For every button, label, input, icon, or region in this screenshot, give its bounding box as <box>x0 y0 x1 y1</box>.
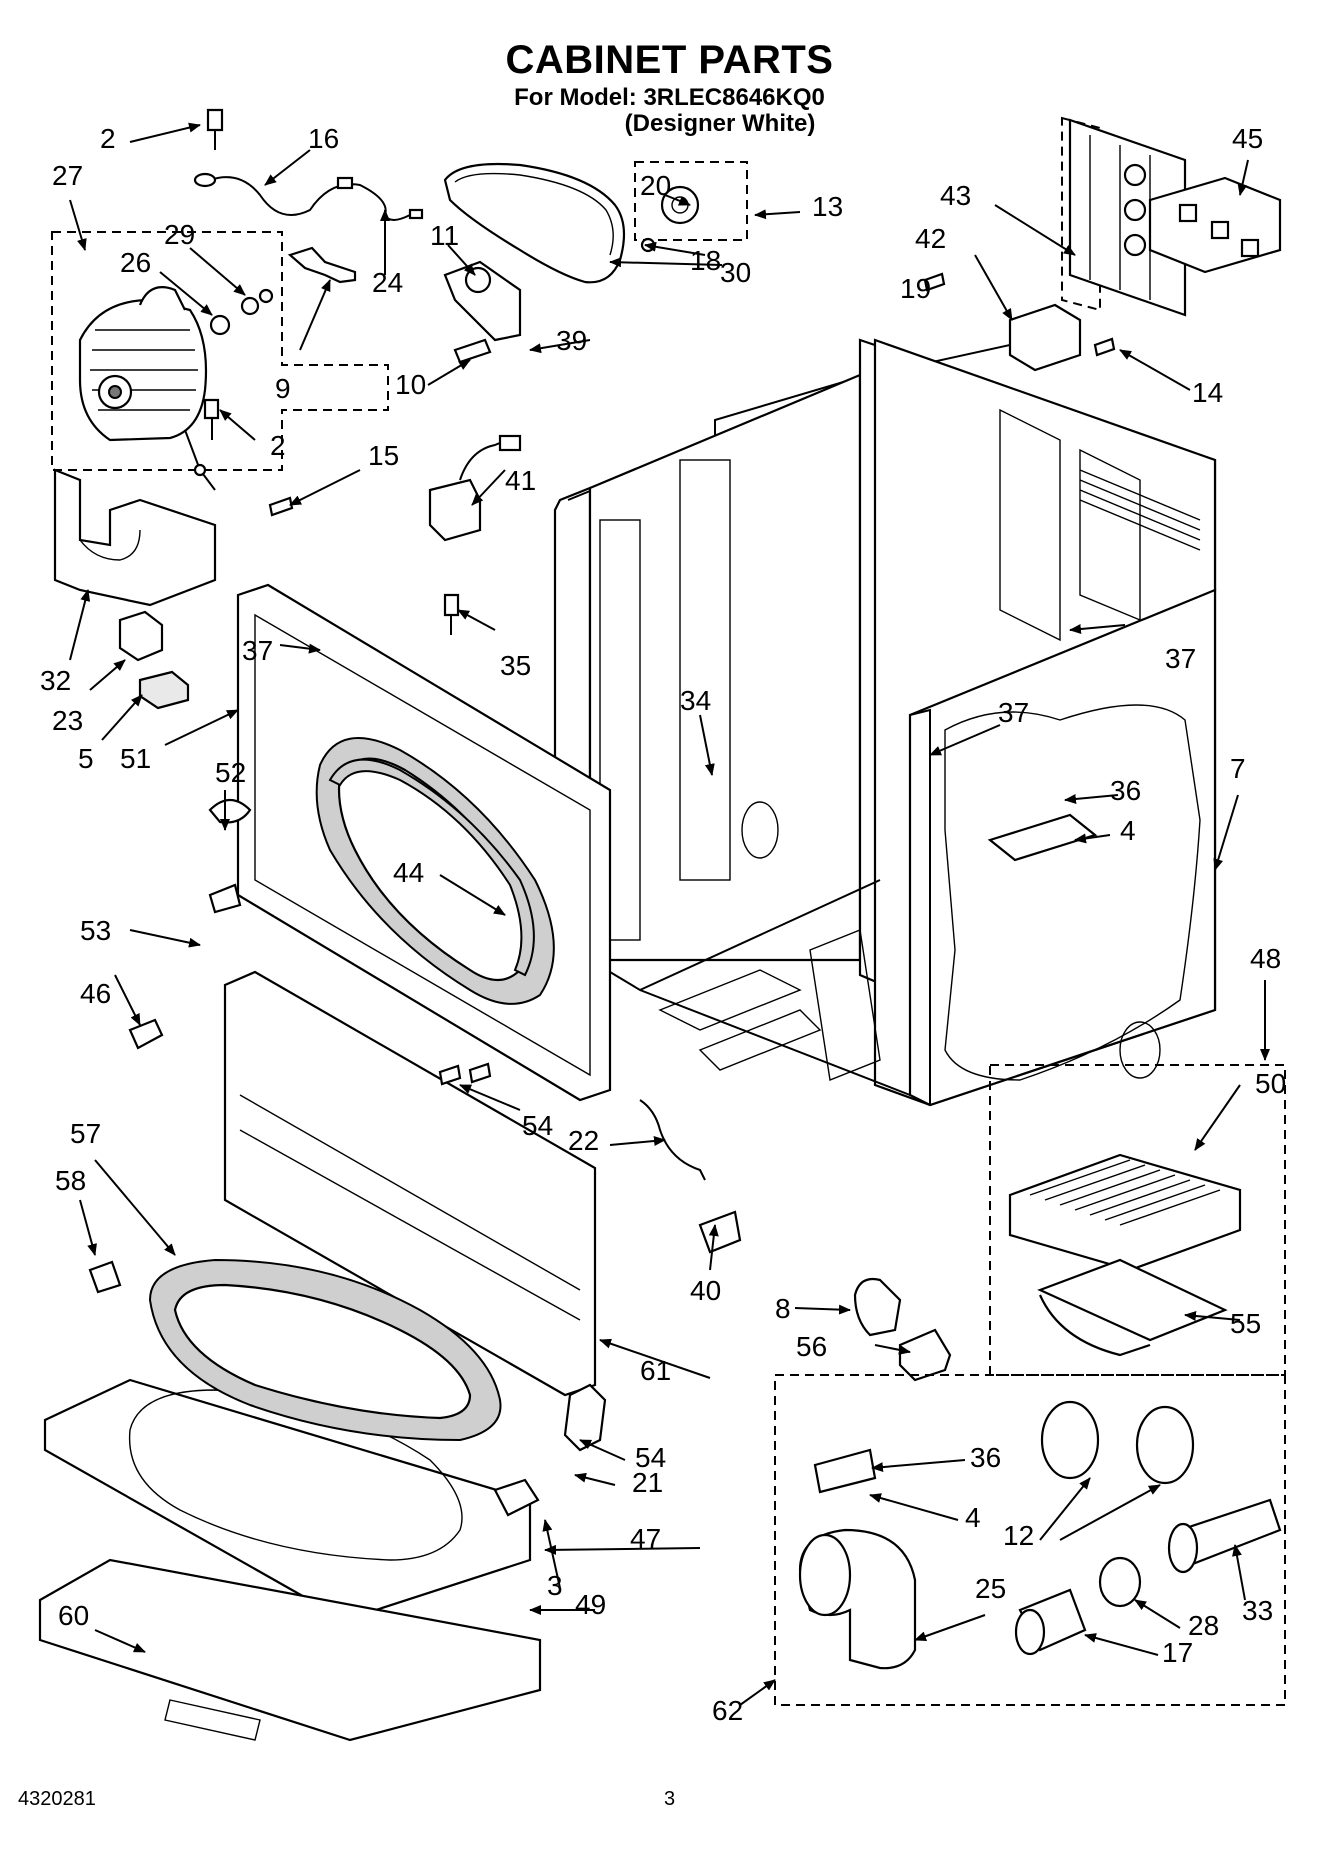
lint-filter-group <box>989 1064 1286 1376</box>
callout-label-10: 10 <box>395 369 426 400</box>
exhaust-kit-group <box>774 1374 1286 1706</box>
model-number-line: For Model: 3RLEC8646KQ0 <box>514 84 825 111</box>
callout-label-43: 43 <box>940 180 971 211</box>
page-title: CABINET PARTS <box>505 38 834 82</box>
callout-label-52: 52 <box>215 757 246 788</box>
callout-label-26: 26 <box>120 247 151 278</box>
callout-label-2: 2 <box>100 123 116 154</box>
switch-parts <box>118 610 190 710</box>
callout-label-41: 41 <box>505 465 536 496</box>
callout-label-40: 40 <box>690 1275 721 1306</box>
callout-leaders <box>69 122 1270 1706</box>
callout-label-28: 28 <box>1188 1610 1219 1641</box>
callout-label-17: 17 <box>1162 1637 1193 1668</box>
callout-label-7: 7 <box>1230 753 1246 784</box>
model-color-line: (Designer White) <box>624 110 816 137</box>
lower-front-panel <box>223 970 597 1397</box>
idler-assembly <box>443 260 522 364</box>
callout-label-14: 14 <box>1192 377 1223 408</box>
callout-label-29: 29 <box>164 219 195 250</box>
callout-label-35: 35 <box>500 650 531 681</box>
callout-label-56: 56 <box>796 1331 827 1362</box>
callout-label-20: 20 <box>640 170 671 201</box>
callout-label-24: 24 <box>372 267 403 298</box>
callout-label-33: 33 <box>1242 1595 1273 1626</box>
callout-label-47: 47 <box>630 1523 661 1554</box>
callout-label-55: 55 <box>1230 1308 1261 1339</box>
callout-label-62: 62 <box>712 1695 743 1726</box>
callout-label-49: 49 <box>575 1589 606 1620</box>
callout-label-51: 51 <box>120 743 151 774</box>
callout-label-54: 54 <box>635 1442 666 1473</box>
callout-label-21: 21 <box>632 1467 663 1498</box>
callout-label-46: 46 <box>80 978 111 1009</box>
callout-label-2: 2 <box>270 430 286 461</box>
callout-label-57: 57 <box>70 1118 101 1149</box>
callout-label-11: 11 <box>430 220 459 251</box>
callout-label-48: 48 <box>1250 943 1281 974</box>
misc-parts <box>88 798 952 1517</box>
callout-label-60: 60 <box>58 1600 89 1631</box>
callout-label-53: 53 <box>80 915 111 946</box>
callout-label-37: 37 <box>998 697 1029 728</box>
callout-label-5: 5 <box>78 743 94 774</box>
motor-assembly <box>51 231 389 471</box>
callout-label-61: 61 <box>640 1355 671 1386</box>
callout-label-36: 36 <box>970 1442 1001 1473</box>
page-number: 3 <box>664 1788 676 1810</box>
callout-label-30: 30 <box>720 257 751 288</box>
callout-label-8: 8 <box>775 1293 791 1324</box>
callout-label-13: 13 <box>812 191 843 222</box>
callout-label-3: 3 <box>547 1570 563 1601</box>
callout-label-12: 12 <box>1003 1520 1034 1551</box>
callout-label-27: 27 <box>52 160 83 191</box>
control-panel-parts <box>1008 116 1282 372</box>
callout-label-9: 9 <box>275 373 291 404</box>
document-number: 4320281 <box>18 1788 96 1810</box>
callout-label-18: 18 <box>690 245 721 276</box>
cabinet-body <box>553 330 1217 1107</box>
callout-label-37: 37 <box>242 635 273 666</box>
callout-label-4: 4 <box>1120 815 1136 846</box>
callout-label-39: 39 <box>556 325 587 356</box>
callout-label-50: 50 <box>1255 1068 1286 1099</box>
callout-label-37: 37 <box>1165 643 1196 674</box>
callout-label-58: 58 <box>55 1165 86 1196</box>
callout-label-32: 32 <box>40 665 71 696</box>
door-assembly <box>38 1258 542 1742</box>
callout-label-16: 16 <box>308 123 339 154</box>
callout-label-22: 22 <box>568 1125 599 1156</box>
callout-label-44: 44 <box>393 857 424 888</box>
callout-label-4: 4 <box>965 1502 981 1533</box>
callout-label-19: 19 <box>900 273 931 304</box>
callout-label-36: 36 <box>1110 775 1141 806</box>
thermostat-terminal <box>428 434 522 542</box>
callout-label-23: 23 <box>52 705 83 736</box>
callout-label-42: 42 <box>915 223 946 254</box>
callout-label-25: 25 <box>975 1573 1006 1604</box>
wire-harness <box>193 172 424 221</box>
front-panel <box>236 583 612 1102</box>
callout-label-54: 54 <box>522 1110 553 1141</box>
callout-label-34: 34 <box>680 685 711 716</box>
motor-mount-bracket <box>53 429 217 607</box>
callout-label-15: 15 <box>368 440 399 471</box>
callout-label-45: 45 <box>1232 123 1263 154</box>
